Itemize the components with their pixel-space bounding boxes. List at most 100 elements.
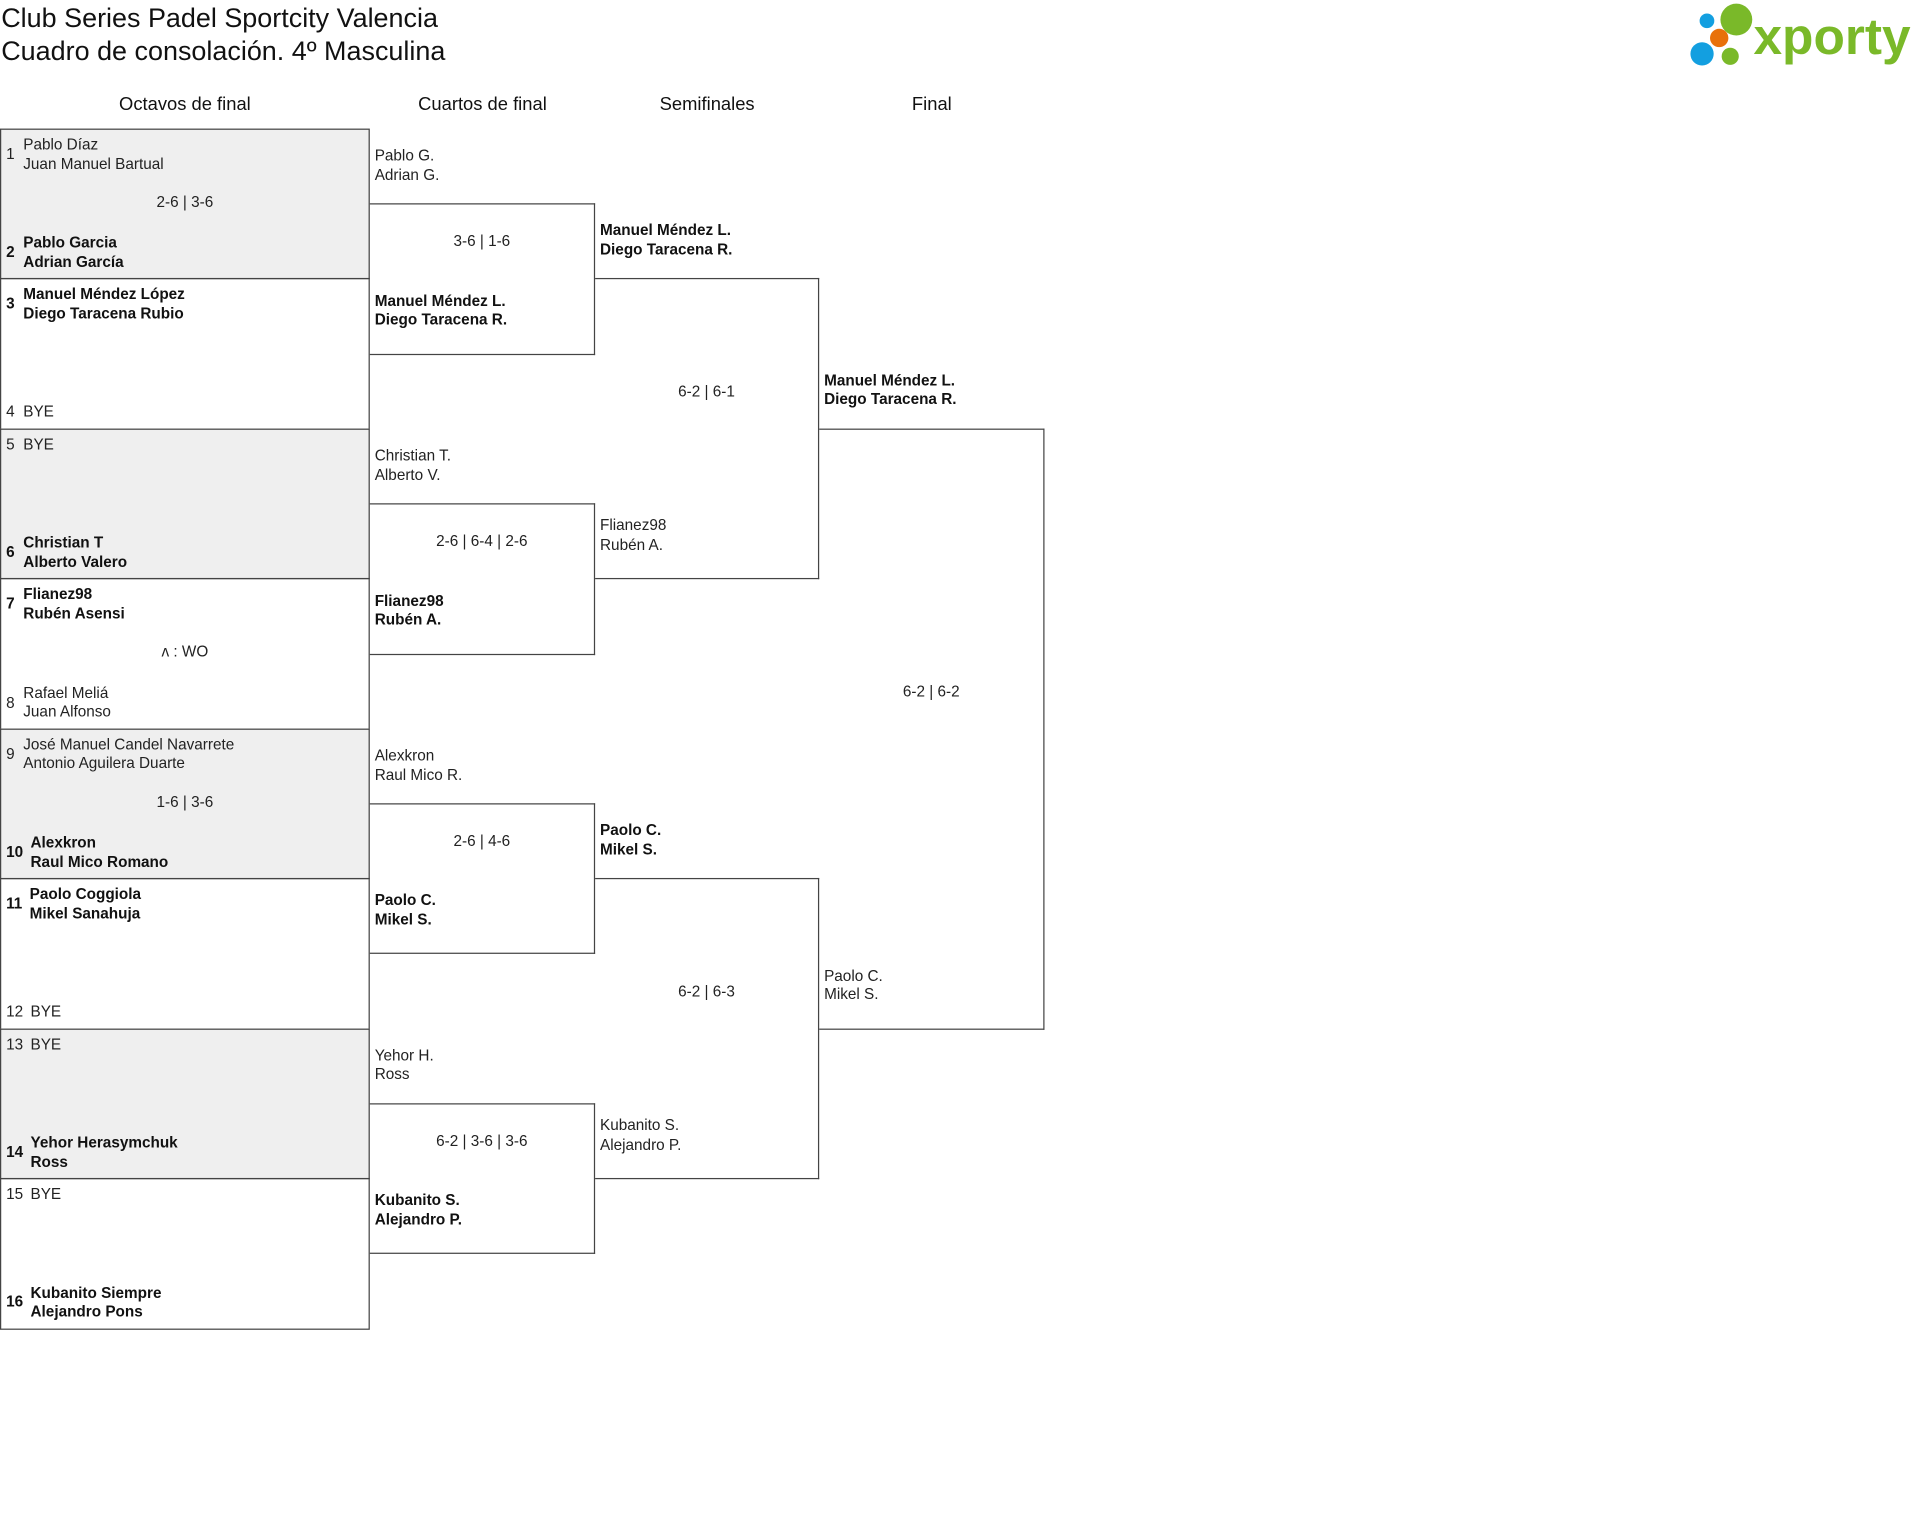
player-name: Alexkron (30, 834, 97, 852)
xporty-logo: xporty (1690, 3, 1911, 66)
match-score: 6-2 | 3-6 | 3-6 (436, 1132, 528, 1150)
match-score: 3-6 | 1-6 (453, 233, 511, 251)
logo-dot (1720, 3, 1753, 36)
match-box-sf[interactable]: 6-2 | 6-1 (595, 278, 820, 580)
tournament-title: Club Series Padel Sportcity Valencia (1, 2, 438, 34)
player-name: Raul Mico Romano (30, 853, 169, 871)
player-name: Flianez98 (374, 592, 444, 610)
player-name: Alberto V. (374, 466, 441, 484)
player-name: Rubén A. (374, 611, 442, 629)
seed-number: 9 (6, 745, 15, 763)
player-name: Flianez98 (23, 585, 93, 603)
team-top: Christian T.Alberto V. (375, 447, 451, 485)
player-name: Christian T. (374, 447, 451, 465)
match-score: 6-2 | 6-2 (902, 683, 960, 701)
player-name: Pablo Garcia (23, 234, 117, 252)
round-header-final: Final (911, 94, 952, 116)
team-names: BYE (23, 403, 54, 422)
seed-number: 10 (6, 843, 24, 861)
match-score: 1-6 | 3-6 (156, 793, 214, 811)
team-entry: 4 BYE (6, 403, 54, 422)
seed-number: 16 (6, 1293, 24, 1311)
player-name: Mikel S. (374, 910, 432, 929)
seed-number: 4 (6, 403, 15, 421)
player-name: Diego Taracena R. (374, 311, 508, 329)
draw-title: Cuadro de consolación. 4º Masculina (1, 35, 446, 67)
player-name: Raul Mico R. (374, 765, 463, 784)
player-name: Alberto Valero (23, 553, 128, 571)
match-box-final[interactable]: 6-2 | 6-2 (819, 428, 1045, 1030)
match-box-qf[interactable]: 2-6 | 4-6 (369, 803, 596, 955)
team-bottom: Paolo C.Mikel S. (824, 967, 883, 1005)
player-name: Rubén A. (600, 536, 663, 554)
seed-number: 3 (6, 295, 15, 313)
team-top: Paolo C.Mikel S. (600, 822, 661, 860)
player-name: BYE (30, 1185, 62, 1203)
match-box-qf[interactable]: 6-2 | 3-6 | 3-6 (369, 1103, 596, 1255)
player-name: Paolo C. (600, 821, 662, 840)
team-names: BYE (30, 1185, 61, 1204)
team-top: Manuel Méndez L.Diego Taracena R. (824, 372, 956, 410)
player-name: Manuel Méndez L. (600, 222, 731, 240)
team-top: Pablo G.Adrian G. (375, 147, 440, 185)
team-names: BYE (30, 1003, 61, 1022)
player-name: Diego Taracena R. (600, 241, 733, 259)
match-box-qf[interactable]: 3-6 | 1-6 (369, 203, 596, 355)
player-name: Manuel Méndez L. (824, 372, 956, 390)
player-name: Yehor Herasymchuk (30, 1134, 178, 1152)
logo-dot (1699, 13, 1715, 29)
player-name: Paolo C. (374, 892, 436, 910)
team-entry: 12 BYE (6, 1003, 61, 1022)
player-name: Ross (30, 1153, 68, 1171)
seed-number: 12 (6, 1003, 24, 1021)
player-name: Kubanito Siempre (30, 1283, 162, 1302)
player-name: Christian T (23, 534, 104, 552)
player-name: BYE (30, 1035, 62, 1053)
match-box-qf[interactable]: 2-6 | 6-4 | 2-6 (369, 503, 596, 655)
player-name: Antonio Aguilera Duarte (23, 754, 185, 772)
player-name: Manuel Méndez López (23, 285, 185, 303)
team-top: Yehor H.Ross (375, 1047, 434, 1085)
player-name: Kubanito S. (600, 1116, 680, 1135)
player-name: Alejandro Pons (30, 1302, 143, 1321)
match-box-sf[interactable]: 6-2 | 6-3 (595, 878, 820, 1180)
player-name: Kubanito S. (374, 1191, 460, 1210)
logo-text: xporty (1753, 7, 1911, 65)
logo-dot (1690, 42, 1714, 66)
match-score: 6-2 | 6-1 (678, 383, 735, 401)
team-names: BYE (30, 1036, 61, 1055)
seed-number: 15 (6, 1185, 24, 1203)
player-name: Mikel S. (600, 840, 658, 859)
seed-number: 7 (6, 595, 15, 613)
player-name: Paolo Coggiola (29, 885, 142, 903)
player-name: Yehor H. (374, 1046, 434, 1064)
seed-number: 11 (6, 895, 23, 913)
